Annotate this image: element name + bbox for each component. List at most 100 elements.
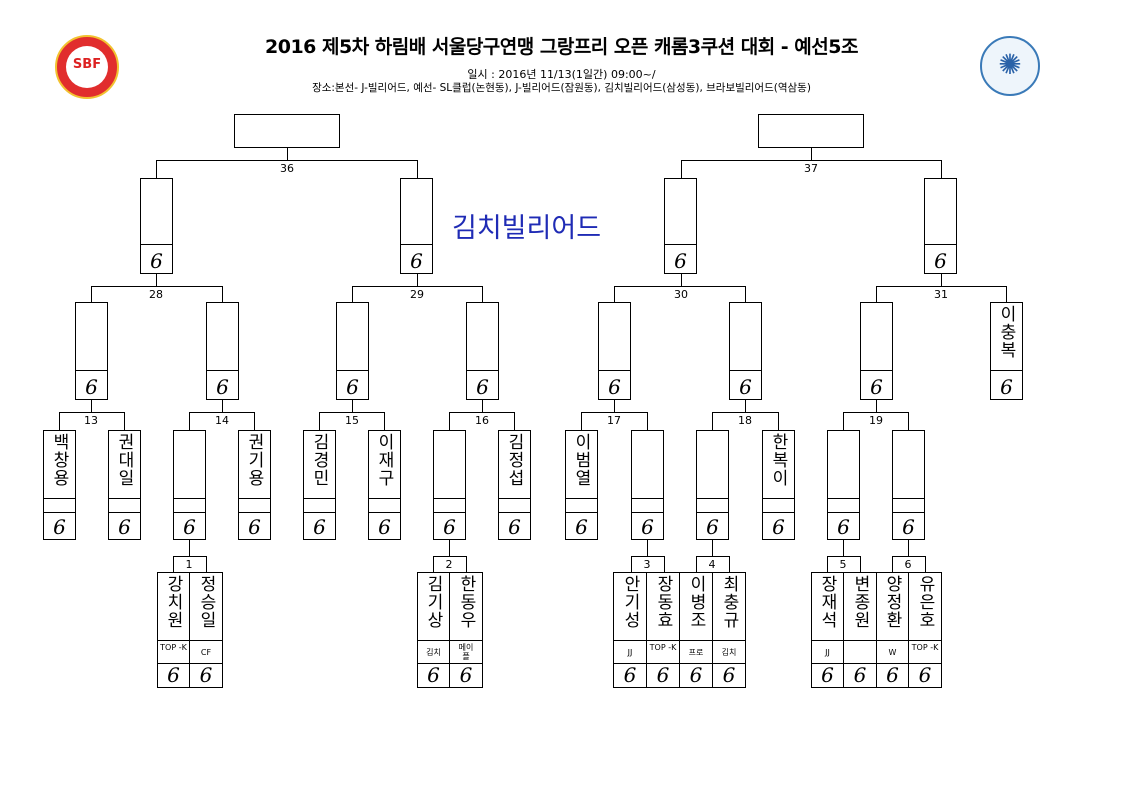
match-number-1: 1	[185, 558, 193, 571]
club-label: 메이플	[458, 643, 474, 661]
score-mark: 6	[346, 375, 359, 399]
match-number-29: 29	[410, 288, 424, 301]
score-mark: 6	[85, 375, 98, 399]
club-label: TOP -K	[160, 643, 187, 652]
player-name: 정승일	[196, 575, 216, 629]
seoul-sports-council-logo: ✺	[980, 36, 1040, 96]
match-number-36: 36	[280, 162, 294, 175]
player-name: 안기성	[620, 575, 640, 629]
player-name: 백창용	[49, 433, 69, 487]
match-number-31: 31	[934, 288, 948, 301]
club-label: W	[888, 648, 897, 657]
bracket-slot: 6	[400, 178, 433, 274]
bracket-slot: 6	[75, 302, 108, 400]
score-mark: 6	[674, 249, 687, 273]
final-box-right	[758, 114, 864, 148]
club-label: TOP -K	[649, 643, 677, 652]
match-number-6: 6	[904, 558, 912, 571]
entry-slot: 장동효 TOP -K 6	[646, 572, 680, 688]
player-name: 김정섭	[504, 433, 524, 487]
player-name: 장동효	[653, 575, 673, 629]
score-mark: 6	[248, 515, 261, 539]
entry-slot: 정승일 CF 6	[189, 572, 223, 688]
bracket-slot-seeded: 이충복 6	[990, 302, 1023, 400]
bracket-slot: 6	[173, 430, 206, 540]
player-name: 최충규	[719, 575, 739, 629]
player-name: 이범열	[571, 433, 591, 487]
score-mark: 6	[427, 663, 440, 687]
player-name: 장재석	[817, 575, 837, 629]
score-mark: 6	[313, 515, 326, 539]
score-mark: 6	[837, 515, 850, 539]
bracket-slot: 6	[336, 302, 369, 400]
score-mark: 6	[739, 375, 752, 399]
match-number-16: 16	[475, 414, 489, 427]
player-name: 양정환	[882, 575, 902, 629]
score-mark: 6	[1000, 375, 1013, 399]
club-label: 김치	[721, 648, 737, 657]
score-mark: 6	[459, 663, 473, 687]
bracket-slot: 6	[696, 430, 729, 540]
entry-slot: 김기상 김치 6	[417, 572, 450, 688]
entry-slot: 최충규 김치 6	[712, 572, 746, 688]
match-number-2: 2	[445, 558, 453, 571]
player-name: 이재구	[374, 433, 394, 487]
score-mark: 6	[608, 375, 621, 399]
score-mark: 6	[150, 249, 163, 273]
club-label: 김치	[426, 648, 441, 657]
club-label: TOP -K	[911, 643, 939, 652]
match-number-30: 30	[674, 288, 688, 301]
score-mark: 6	[886, 663, 899, 687]
player-name: 김기상	[423, 575, 443, 629]
match-number-14: 14	[215, 414, 229, 427]
bracket-slot: 김경민 6	[303, 430, 336, 540]
bracket-slot: 한복이 6	[762, 430, 795, 540]
score-mark: 6	[118, 515, 131, 539]
player-name: 권기용	[244, 433, 264, 487]
club-label: JJ	[627, 648, 633, 657]
score-mark: 6	[216, 375, 229, 399]
bracket-slot: 6	[140, 178, 173, 274]
score-mark: 6	[722, 663, 736, 687]
bracket-slot: 6	[729, 302, 762, 400]
bracket-slot: 백창용 6	[43, 430, 76, 540]
sbf-logo: SBF	[55, 35, 119, 99]
score-mark: 6	[378, 515, 391, 539]
club-label: 프로	[688, 648, 704, 657]
bracket-slot: 6	[860, 302, 893, 400]
bracket-slot: 6	[631, 430, 664, 540]
venue-line: 장소:본선- J-빌리어드, 예선- SL클럽(논현동), J-빌리어드(잠원동…	[312, 82, 811, 94]
score-mark: 6	[443, 515, 456, 539]
entry-slot: 안기성 JJ 6	[613, 572, 647, 688]
bracket-slot: 6	[598, 302, 631, 400]
match-number-37: 37	[804, 162, 818, 175]
player-name: 김경민	[309, 433, 329, 487]
bracket-slot: 권기용 6	[238, 430, 271, 540]
score-mark: 6	[53, 515, 66, 539]
page-title: 2016 제5차 하림배 서울당구연맹 그랑프리 오픈 캐롬3쿠션 대회 - 예…	[265, 36, 858, 58]
match-number-5: 5	[839, 558, 847, 571]
score-mark: 6	[656, 663, 670, 687]
match-number-4: 4	[708, 558, 716, 571]
bracket-slot: 김정섭 6	[498, 430, 531, 540]
seoul-sports-council-icon: ✺	[998, 48, 1022, 81]
sbf-logo-text: SBF	[72, 57, 102, 72]
final-box-left	[234, 114, 340, 148]
entry-slot: 이병조 프로 6	[679, 572, 713, 688]
score-mark: 6	[934, 249, 947, 273]
entry-slot: 한동우 메이플 6	[449, 572, 483, 688]
score-mark: 6	[706, 515, 719, 539]
score-mark: 6	[623, 663, 637, 687]
score-mark: 6	[689, 663, 703, 687]
player-name: 변종원	[850, 575, 870, 629]
score-mark: 6	[641, 515, 654, 539]
score-mark: 6	[575, 515, 588, 539]
bracket-slot: 권대일 6	[108, 430, 141, 540]
entry-slot: 변종원 6	[843, 572, 877, 688]
player-name: 권대일	[114, 433, 134, 487]
bracket-slot: 6	[892, 430, 925, 540]
score-mark: 6	[167, 663, 180, 687]
bracket-slot: 이범열 6	[565, 430, 598, 540]
match-number-13: 13	[84, 414, 98, 427]
player-name: 강치원	[163, 575, 183, 629]
